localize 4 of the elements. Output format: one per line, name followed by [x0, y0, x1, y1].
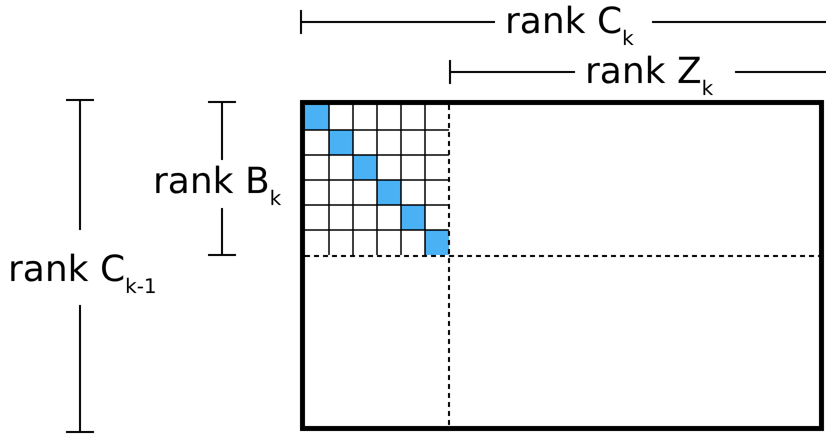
dimension-label: rank B$_{k}$ — [153, 162, 282, 212]
dimension-label: rank C$_{k-1}$ — [8, 250, 157, 300]
dimension-label: rank Z$_{k}$ — [585, 52, 714, 102]
dimension-label: rank C$_{k}$ — [505, 2, 634, 52]
